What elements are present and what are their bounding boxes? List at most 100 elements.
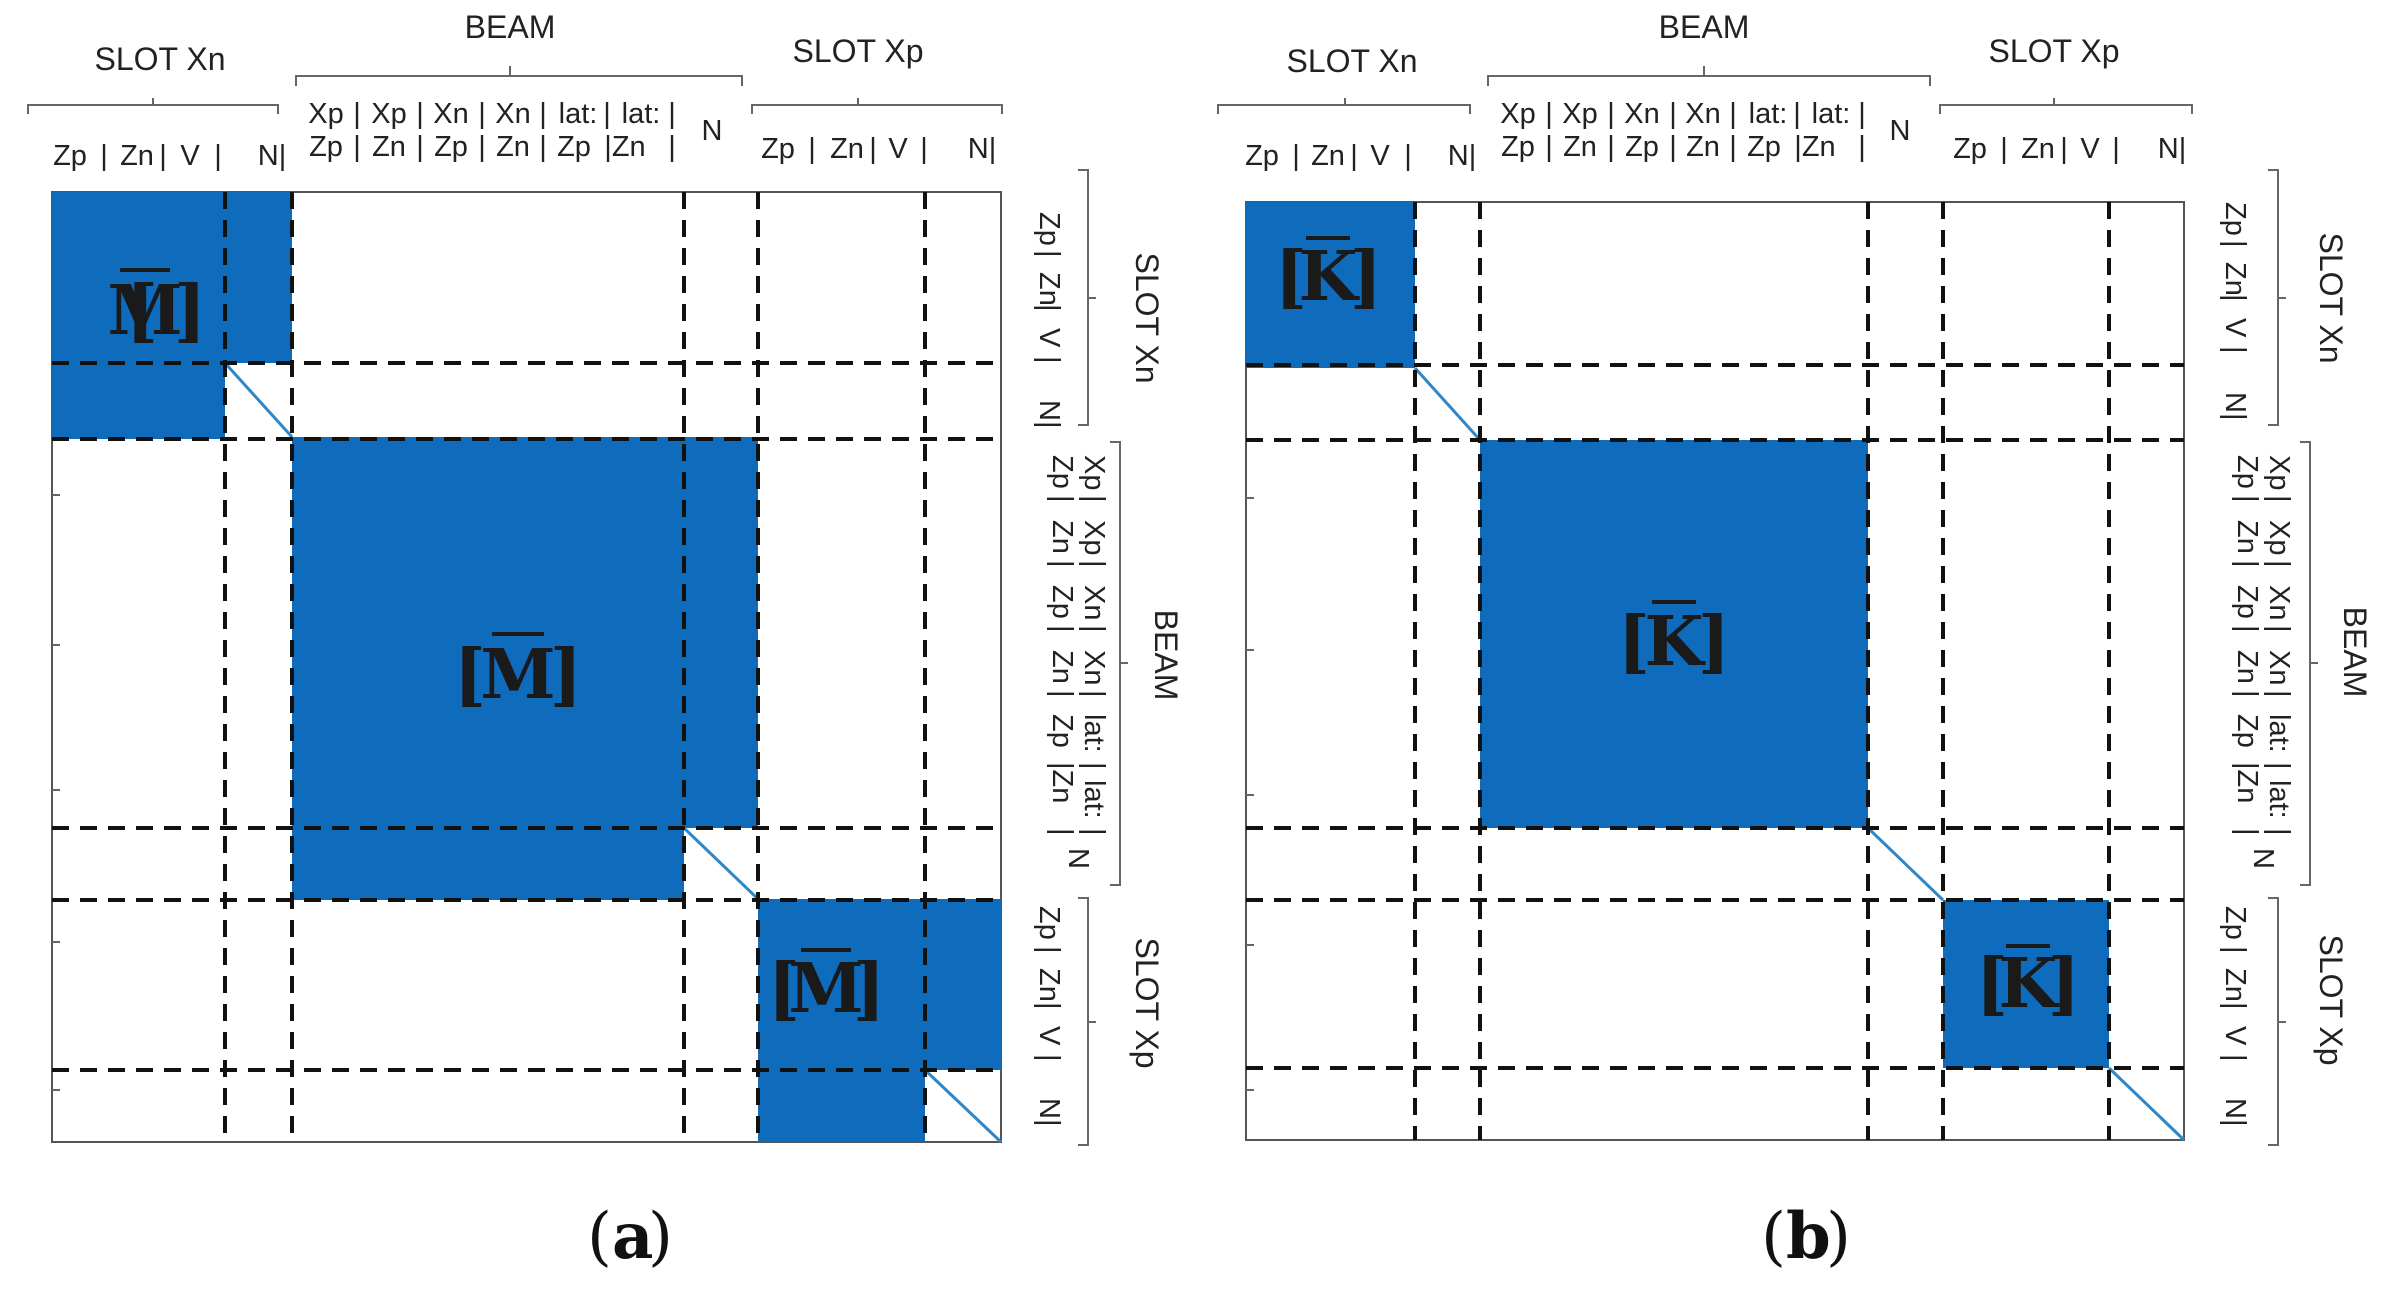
row-label: Zp <box>1046 585 1078 619</box>
col-sep: | <box>353 98 361 130</box>
col-label: Zn <box>496 131 530 163</box>
group-label-slot-xp-top: SLOT Xp <box>792 33 923 69</box>
group-label-beam-side: BEAM <box>1148 610 1184 701</box>
row-label: V <box>2219 1026 2251 1046</box>
row-label: Xp <box>2263 455 2295 490</box>
dashed-grid-b <box>1246 202 2184 1140</box>
row-sep: | <box>2219 946 2251 954</box>
col-sep: | <box>1793 98 1801 130</box>
col-label: Zp <box>309 131 343 163</box>
symbol-bracket-close: ] <box>550 635 582 715</box>
left-ticks-a <box>52 494 60 1091</box>
row-sep: | <box>1033 304 1065 312</box>
caption-close-a: ) <box>648 1200 673 1274</box>
block-slot-xp <box>758 899 1001 1142</box>
symbol-bracket-close: ] <box>1698 602 1730 682</box>
row-label: Xn <box>2263 585 2295 620</box>
col-label: V <box>1370 140 1390 172</box>
row-sep: | <box>1078 625 1110 633</box>
header-brackets <box>27 66 1003 114</box>
side-brackets-a <box>1078 169 1128 1146</box>
col-sep: | <box>416 98 424 130</box>
col-label: Zp <box>761 133 795 165</box>
col-labels-beam: Xp | Xp | Xn | Xn | lat: | lat: | Zp | Z… <box>1500 98 1910 163</box>
col-sep: | <box>1669 98 1677 130</box>
row-label: lat: <box>1078 714 1110 753</box>
col-sep: | <box>1729 131 1737 163</box>
col-sep: | <box>1607 98 1615 130</box>
col-label: Xn <box>1624 98 1659 130</box>
col-label: Xp <box>308 98 343 130</box>
col-label: Zp <box>1501 131 1535 163</box>
col-sep: | <box>668 131 676 163</box>
col-label: Zp <box>1747 131 1781 163</box>
col-sep: | <box>808 133 816 165</box>
col-sep: | <box>159 140 167 172</box>
col-label: V <box>888 133 908 165</box>
symbol-beam: K <box>1644 602 1706 682</box>
group-label-beam-side: BEAM <box>2337 607 2373 698</box>
block-slot-xn <box>1246 202 1415 368</box>
dashed-grid-a <box>52 192 1001 1142</box>
row-sep: | <box>2263 625 2295 633</box>
col-sep: | <box>2060 133 2068 165</box>
col-label: Zn <box>1686 131 1720 163</box>
col-labels-slot-xp: Zp | Zn | V | N| <box>761 133 996 165</box>
row-label: Zn <box>1046 650 1078 684</box>
row-label: V <box>1033 328 1065 348</box>
col-label: N| <box>1448 140 1476 172</box>
col-label: lat: <box>1812 98 1851 130</box>
row-label: Xn <box>1078 585 1110 620</box>
col-label: Zn <box>120 140 154 172</box>
row-sep: | <box>2219 1002 2251 1010</box>
block-slot-xp <box>1943 900 2109 1068</box>
row-label: Zp <box>2231 585 2263 619</box>
col-label: Zp <box>1245 140 1279 172</box>
col-sep: | <box>100 140 108 172</box>
header-brackets <box>1217 66 2193 114</box>
row-sep: | <box>1033 1054 1065 1062</box>
col-label: Xp <box>1562 98 1597 130</box>
col-label-beam-n: N <box>1890 115 1911 147</box>
row-sep: | <box>2219 294 2251 302</box>
row-sep: | <box>1078 828 1110 836</box>
row-label: Zp <box>2231 455 2263 489</box>
row-label-beam-n: N <box>2247 848 2279 869</box>
symbol-brackets-slot-xn: [ <box>126 271 158 351</box>
col-sep: | <box>539 131 547 163</box>
group-label-beam-top: BEAM <box>1659 9 1750 45</box>
block-beam <box>1480 440 1868 828</box>
col-sep: | <box>1858 98 1866 130</box>
col-label: N| <box>258 140 286 172</box>
col-label: N| <box>968 133 996 165</box>
row-label: Zn <box>2219 262 2251 296</box>
col-labels-slot-xp: Zp | Zn | V | N| <box>1953 133 2186 165</box>
col-sep: | <box>1292 140 1300 172</box>
row-label: Zp <box>1033 906 1065 940</box>
row-sep: | <box>2263 560 2295 568</box>
row-label: V <box>1033 1026 1065 1046</box>
col-sep: | <box>1858 131 1866 163</box>
diagonal-b <box>1413 366 2186 1142</box>
col-label: Zp <box>434 131 468 163</box>
row-sep: | <box>2263 495 2295 503</box>
row-sep: | <box>1046 560 1078 568</box>
col-label: Xn <box>1685 98 1720 130</box>
col-label: lat: <box>622 98 661 130</box>
col-label: Zp <box>1625 131 1659 163</box>
row-sep: | <box>2219 346 2251 354</box>
row-sep: | <box>1046 690 1078 698</box>
symbol-bracket-open: [ <box>1976 944 2008 1024</box>
panel-b: SLOT Xn BEAM SLOT Xp Zp | Zn | V | N| Xp… <box>1217 9 2373 1274</box>
col-sep: | <box>1404 140 1412 172</box>
col-label: Zn <box>830 133 864 165</box>
row-sep: | <box>1078 690 1110 698</box>
col-label: Xp <box>371 98 406 130</box>
col-label: Zn <box>2021 133 2055 165</box>
symbol-bracket-close: ] <box>853 949 885 1029</box>
row-label: Zn <box>2231 520 2263 554</box>
row-label: Zp <box>2219 906 2251 940</box>
row-sep: | <box>2219 240 2251 248</box>
row-sep: | <box>2219 1054 2251 1062</box>
